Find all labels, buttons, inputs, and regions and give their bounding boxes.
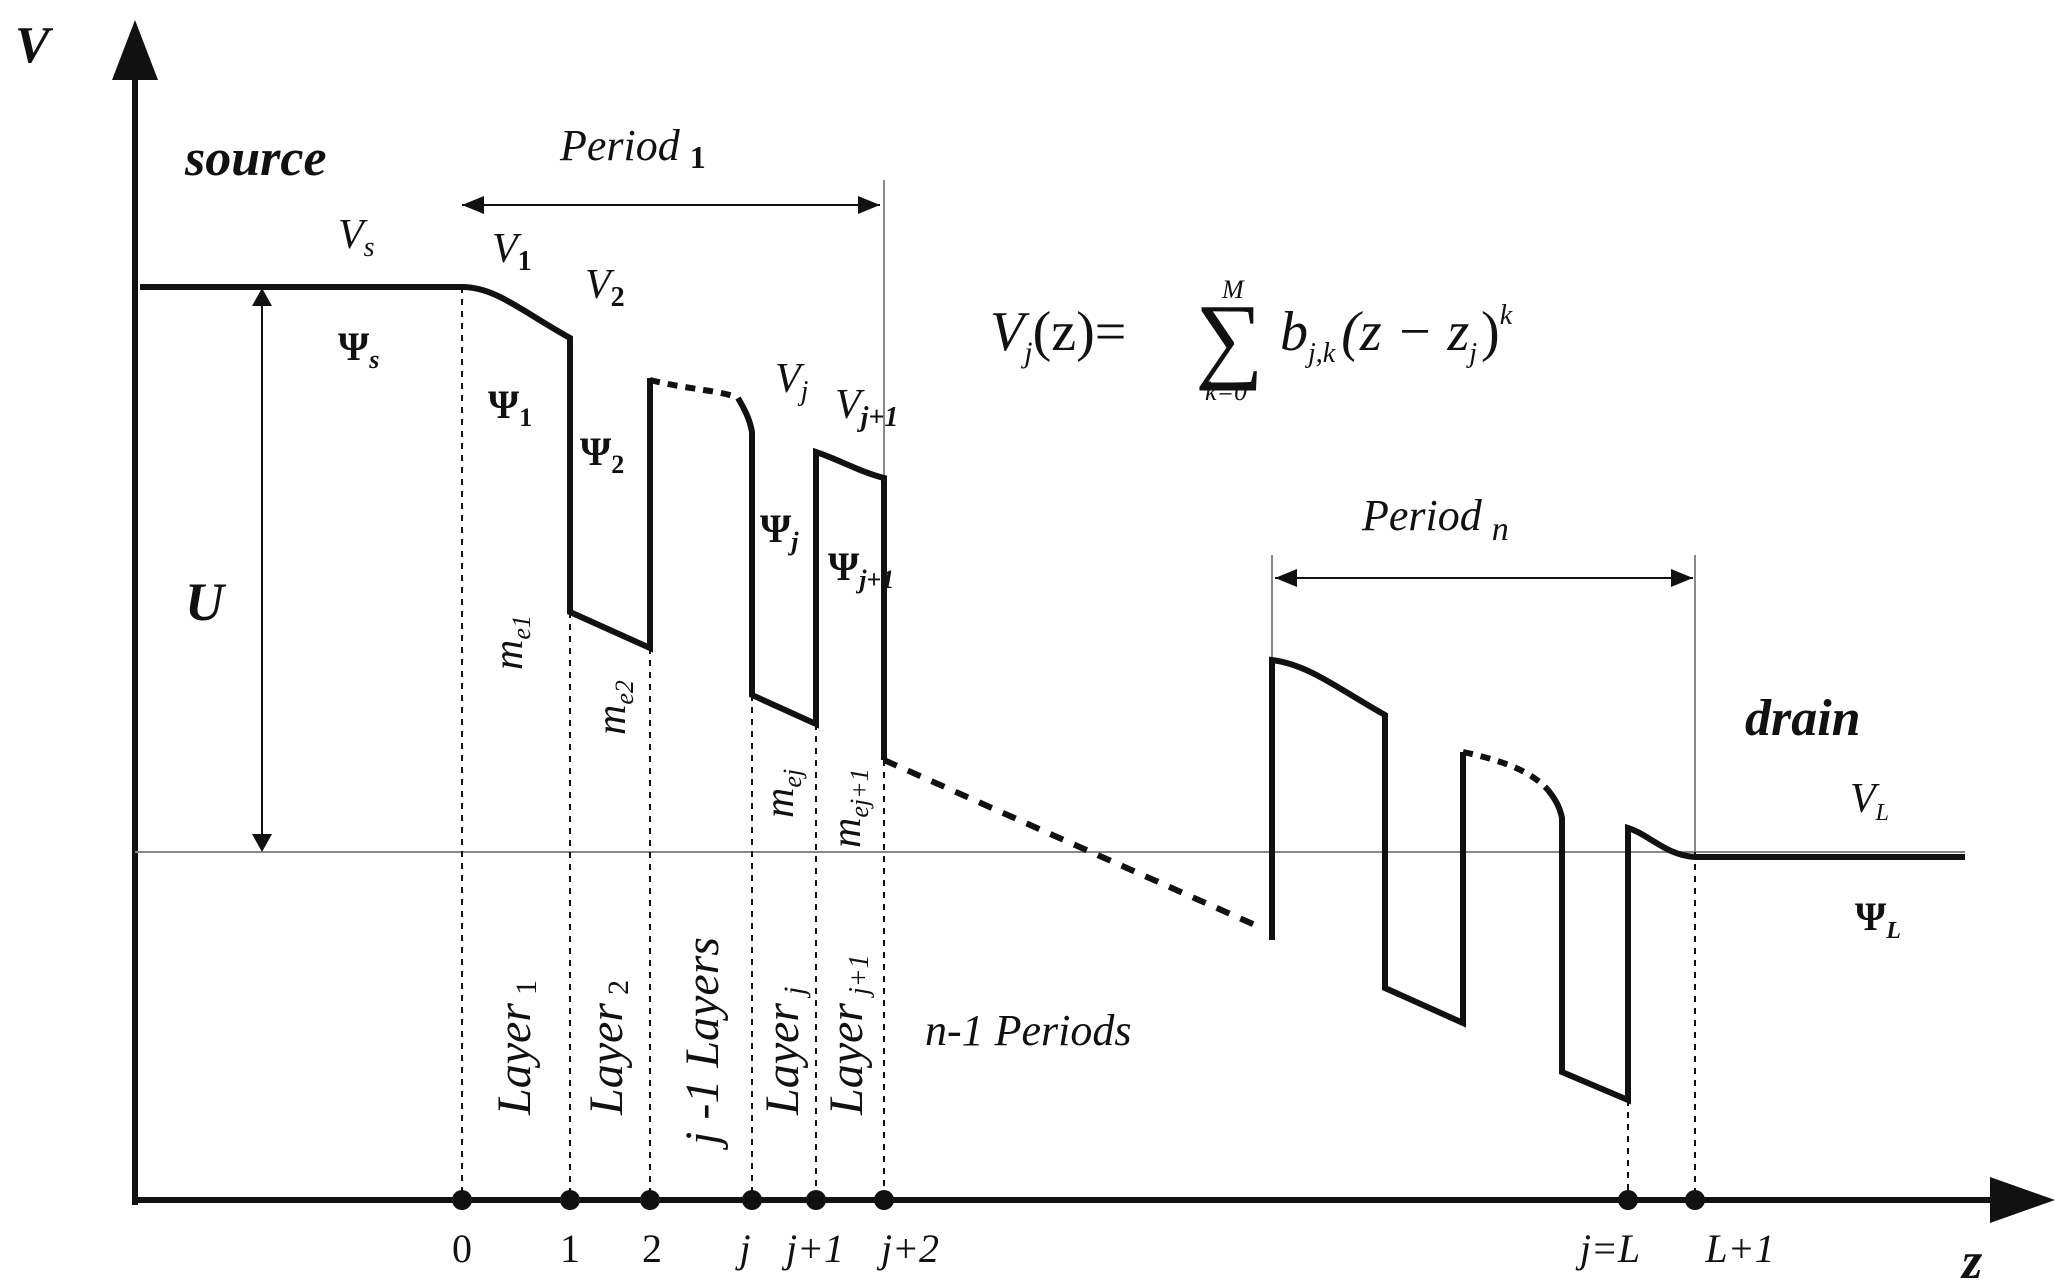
period-n-left-arrow-icon: [1275, 569, 1297, 587]
node-dot-j: [742, 1190, 762, 1210]
wavefunction-psi-2: Ψ2: [580, 429, 624, 479]
potential-formula: Vj(z)= ∑ M k=0 bj,k(z − zj)k: [990, 275, 1513, 406]
node-dot-2: [640, 1190, 660, 1210]
y-axis-arrow-icon: [112, 20, 158, 80]
period-1-left-arrow-icon: [462, 196, 484, 214]
node-dot-j1: [806, 1190, 826, 1210]
potential-vj1: Vj+1: [835, 382, 898, 433]
period-n-right-arrow-icon: [1671, 569, 1693, 587]
mass-me1: me1: [486, 615, 536, 670]
node-dot-jL: [1618, 1190, 1638, 1210]
potential-profile-period-n: [1269, 656, 1466, 1028]
bias-arrow-up-icon: [252, 288, 272, 306]
mass-mej: mej: [757, 769, 807, 818]
wavefunction-psi-j: Ψj: [760, 506, 799, 556]
bias-arrow-down-icon: [252, 834, 272, 852]
layer-j-label: Layerj: [756, 987, 811, 1116]
node-label-L1: L+1: [1704, 1226, 1774, 1271]
potential-profile-dotted-connector: [649, 377, 740, 401]
node-dot-j2: [874, 1190, 894, 1210]
node-label-jL: j=L: [1575, 1226, 1640, 1271]
node-label-j1: j+1: [781, 1226, 844, 1271]
node-label-2: 2: [642, 1226, 662, 1271]
potential-vj: Vj: [775, 356, 809, 407]
layer-2-label: Layer2: [580, 980, 635, 1116]
layer-1-label: Layer1: [488, 980, 543, 1116]
node-dot-L1: [1685, 1190, 1705, 1210]
mass-me2: me2: [589, 680, 639, 735]
node-label-0: 0: [452, 1226, 472, 1271]
y-axis-label: V: [15, 17, 54, 74]
wavefunction-psi-j1: Ψj+1: [828, 544, 894, 594]
drain-label: drain: [1745, 690, 1861, 747]
layer-j1-label: Layerj+1: [820, 954, 875, 1116]
node-label-1: 1: [560, 1226, 580, 1271]
potential-profile-period-1: [140, 284, 653, 653]
formula-sum-top: M: [1221, 275, 1245, 304]
node-dot-0: [452, 1190, 472, 1210]
node-label-j: j: [734, 1226, 750, 1271]
formula-rhs: bj,k(z − zj)k: [1280, 300, 1513, 369]
middle-periods-label: n-1 Periods: [925, 1006, 1132, 1055]
formula-sum-bottom: k=0: [1205, 377, 1247, 406]
potential-v1: V1: [492, 226, 532, 277]
wavefunction-psi-1: Ψ1: [488, 382, 532, 432]
mass-mej1: mej+1: [824, 768, 874, 848]
formula-lhs: Vj(z)=: [990, 301, 1126, 369]
source-label: source: [184, 130, 327, 187]
layers-j-minus-1-label: j -1 Layers: [676, 937, 729, 1151]
x-axis-arrow-icon: [1990, 1177, 2055, 1223]
potential-vl: VL: [1850, 776, 1889, 826]
node-label-j2: j+2: [876, 1226, 939, 1271]
potential-profile-period-n-end: [1545, 788, 1965, 1105]
node-dot-1: [560, 1190, 580, 1210]
bias-label: U: [185, 572, 227, 632]
potential-profile-dotted-connector-2: [1462, 749, 1551, 793]
x-axis-label: z: [1960, 1233, 1983, 1285]
potential-v2: V2: [585, 262, 625, 313]
wavefunction-psi-s: Ψs: [338, 324, 379, 374]
period-1-right-arrow-icon: [858, 196, 880, 214]
potential-profile-middle-dashed: [882, 757, 1257, 928]
wavefunction-psi-l: ΨL: [1855, 894, 1901, 944]
formula-sum-sign: ∑: [1195, 284, 1263, 391]
potential-vs: Vs: [338, 212, 375, 263]
potential-profile-layer-j: [735, 396, 887, 760]
